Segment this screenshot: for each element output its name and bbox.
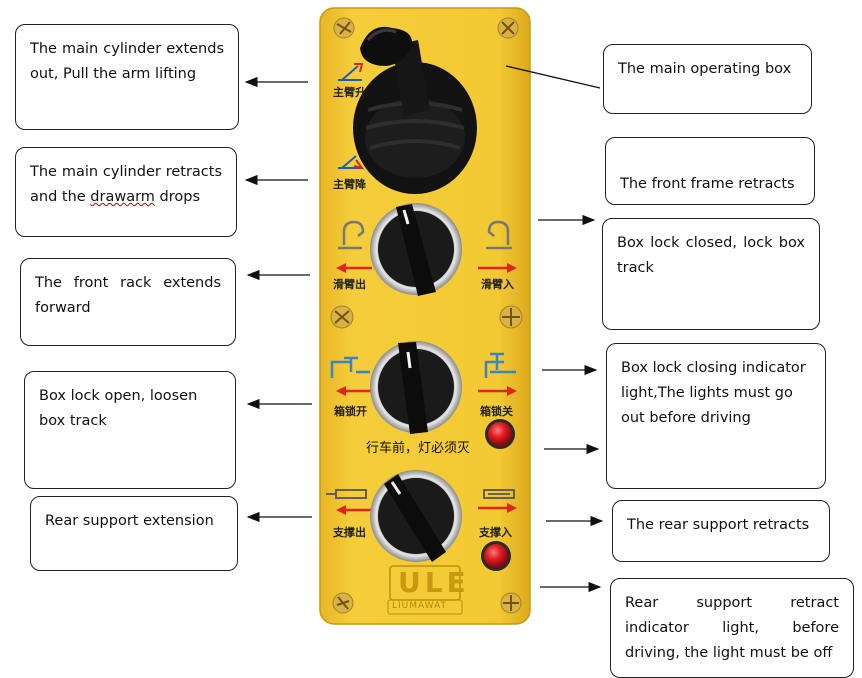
callout-text: Rear support extension: [45, 513, 214, 529]
left-red-arrow-icon: [336, 263, 372, 273]
screw-icon: [330, 305, 354, 329]
callout-text: The rear support retracts: [627, 517, 810, 533]
screw-icon: [497, 17, 519, 39]
screw-icon: [499, 305, 523, 329]
brand-logo: [387, 565, 463, 615]
callout-front-rack-extends: The front rack extends forward: [20, 258, 236, 346]
box-lock-selector-knob[interactable]: [370, 341, 462, 434]
callout-box-lock-indicator: Box lock closing indicator light,The lig…: [606, 343, 826, 489]
pointer-arrows: [244, 65, 604, 593]
slide-arm-icon-left: [338, 220, 365, 250]
box-lock-icon-right: [484, 352, 516, 378]
callout-text: The front frame retracts: [620, 176, 795, 192]
callout-text: The main operating box: [618, 61, 792, 77]
arm-down-icon: [338, 155, 365, 170]
screw-icon: [500, 592, 522, 614]
support-in-icon: [483, 489, 515, 499]
operating-box-diagram: [244, 7, 604, 625]
support-out-icon: [326, 489, 367, 499]
slide-arm-selector-knob[interactable]: [370, 203, 462, 296]
rear-support-indicator-light: [481, 541, 511, 571]
callout-main-cylinder-extends: The main cylinder extends out, Pull the …: [15, 24, 239, 130]
callout-text: The front rack extends forward: [35, 275, 221, 316]
callout-text: The main cylinder retracts and the: [30, 164, 222, 205]
slide-arm-icon-right: [486, 220, 512, 250]
callout-text: Box lock closing indicator light,The lig…: [621, 360, 806, 426]
callout-rear-support-extension: Rear support extension: [30, 496, 238, 571]
screw-icon: [333, 17, 355, 39]
callout-box-lock-open: Box lock open, loosen box track: [24, 371, 236, 489]
right-red-arrow-icon: [478, 386, 517, 396]
box-lock-icon-left: [330, 356, 370, 378]
left-red-arrow-icon: [336, 386, 372, 396]
callout-main-cylinder-retracts: The main cylinder retracts and the drawa…: [15, 147, 237, 237]
right-red-arrow-icon: [478, 263, 517, 273]
callout-text: drops: [154, 189, 201, 205]
callout-text: Box lock closed, lock box track: [617, 235, 805, 276]
callout-text-misspelled: drawarm: [90, 189, 155, 205]
screw-icon: [332, 592, 354, 614]
callout-text: Rear support retract indicator light, be…: [625, 595, 839, 661]
callout-text: Box lock open, loosen box track: [39, 388, 198, 429]
callout-main-operating-box: The main operating box: [603, 44, 812, 114]
left-red-arrow-icon: [336, 505, 372, 515]
callout-text: The main cylinder extends out, Pull the …: [30, 41, 224, 82]
arm-up-icon: [338, 63, 364, 81]
joystick[interactable]: [353, 26, 477, 194]
box-lock-indicator-light: [485, 419, 515, 449]
callout-front-frame-retracts: The front frame retracts: [605, 137, 815, 205]
callout-box-lock-closed: Box lock closed, lock box track: [602, 218, 820, 330]
rear-support-selector-knob[interactable]: [370, 470, 462, 562]
callout-rear-support-retracts: The rear support retracts: [612, 500, 830, 562]
right-red-arrow-icon: [478, 503, 517, 513]
